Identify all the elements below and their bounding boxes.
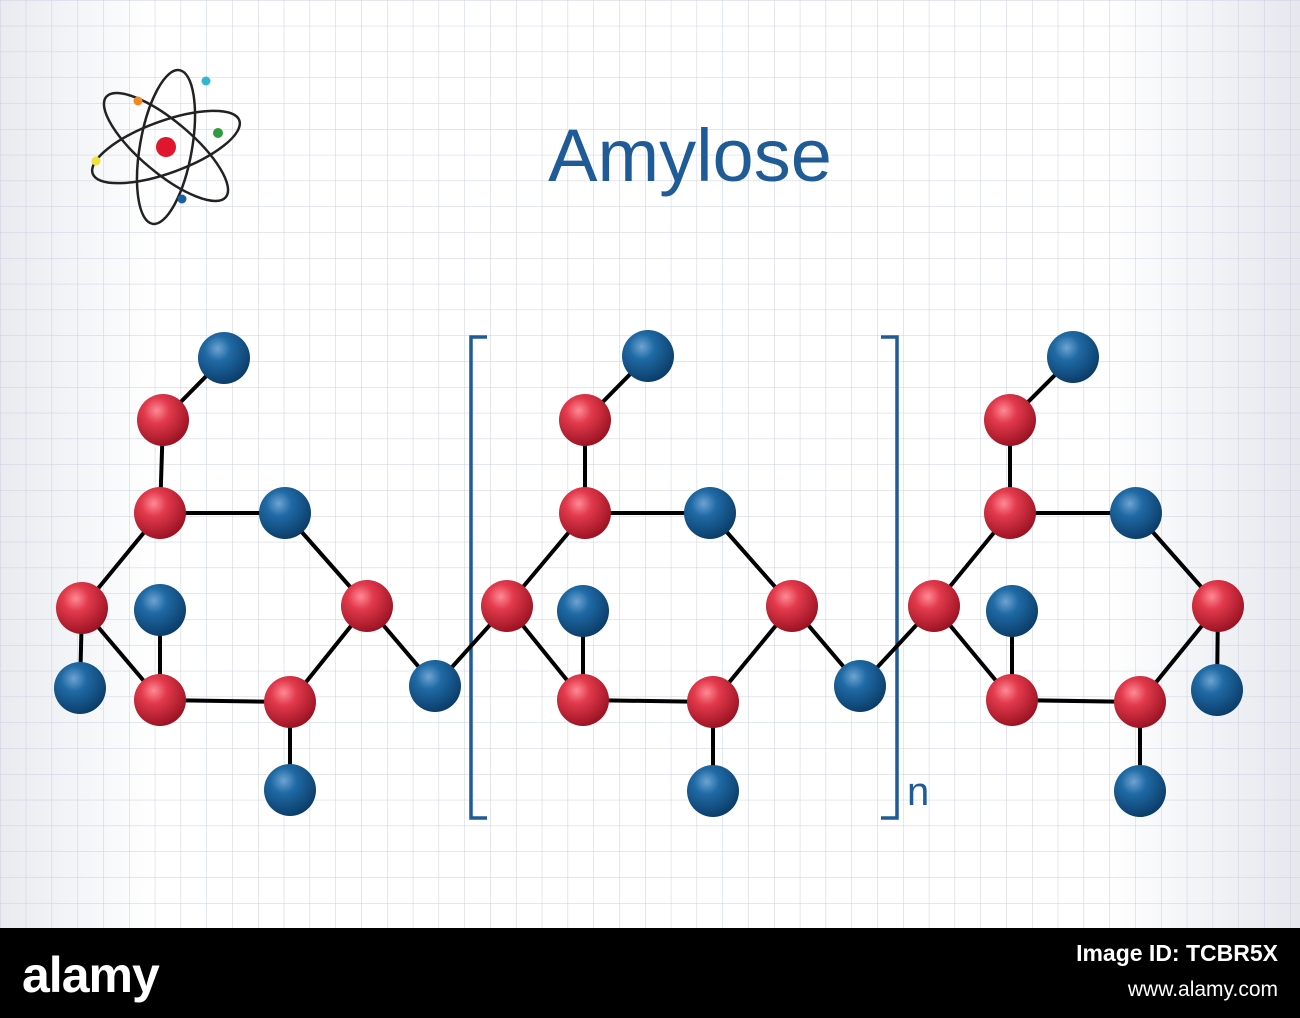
carbon-atom (134, 487, 186, 539)
carbon-atom (134, 674, 186, 726)
carbon-atom (559, 394, 611, 446)
carbon-atom (559, 487, 611, 539)
atom-layer (54, 330, 1244, 817)
oxygen-atom (198, 332, 250, 384)
carbon-atom (1114, 676, 1166, 728)
footer-bar: alamy Image ID: TCBR5X www.alamy.com (0, 928, 1300, 1018)
carbon-atom (137, 394, 189, 446)
carbon-atom (908, 580, 960, 632)
footer-image-id: Image ID: TCBR5X (1076, 940, 1278, 966)
atom-icon (90, 68, 242, 226)
oxygen-atom (622, 330, 674, 382)
oxygen-atom (259, 487, 311, 539)
carbon-atom (557, 674, 609, 726)
oxygen-atom (986, 585, 1038, 637)
oxygen-atom (409, 660, 461, 712)
oxygen-atom (557, 585, 609, 637)
oxygen-atom (1191, 664, 1243, 716)
oxygen-atom (1047, 331, 1099, 383)
repeat-bracket-left (469, 335, 487, 820)
oxygen-atom (264, 764, 316, 816)
carbon-atom (481, 580, 533, 632)
repeat-bracket-right (881, 335, 899, 820)
oxygen-atom (1110, 487, 1162, 539)
carbon-atom (984, 394, 1036, 446)
carbon-atom (984, 487, 1036, 539)
carbon-atom (264, 676, 316, 728)
molecule-diagram (0, 0, 1300, 928)
repeat-subscript-n: n (907, 770, 930, 814)
oxygen-atom (687, 765, 739, 817)
carbon-atom (766, 580, 818, 632)
oxygen-atom (834, 660, 886, 712)
carbon-atom (1192, 580, 1244, 632)
oxygen-atom (54, 662, 106, 714)
page-title: Amylose (548, 114, 832, 197)
oxygen-atom (684, 487, 736, 539)
oxygen-atom (1114, 765, 1166, 817)
carbon-atom (986, 674, 1038, 726)
carbon-atom (687, 676, 739, 728)
carbon-atom (56, 582, 108, 634)
carbon-atom (341, 580, 393, 632)
footer-url: www.alamy.com (1127, 978, 1278, 1001)
oxygen-atom (134, 584, 186, 636)
paper-background: Amylose n (0, 0, 1300, 928)
grid-paper (0, 0, 1300, 928)
footer-brand-logo: alamy (22, 947, 160, 1003)
